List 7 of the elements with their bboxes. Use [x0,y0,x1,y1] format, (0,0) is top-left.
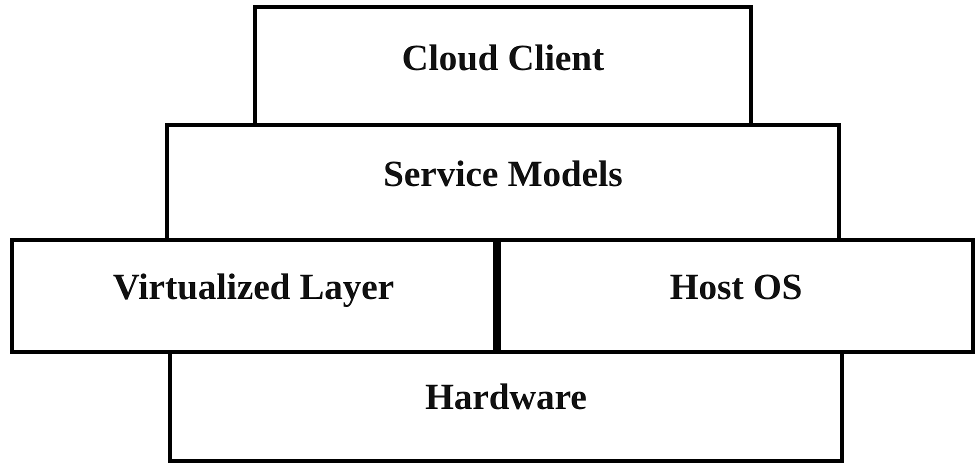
layer-label: Virtualized Layer [112,266,394,309]
layer-label: Hardware [425,376,587,419]
layer-label: Host OS [670,266,802,309]
layer-box [10,238,497,354]
layer-label: Service Models [383,153,623,196]
layer-label: Cloud Client [402,37,604,80]
layer-box [497,238,975,354]
